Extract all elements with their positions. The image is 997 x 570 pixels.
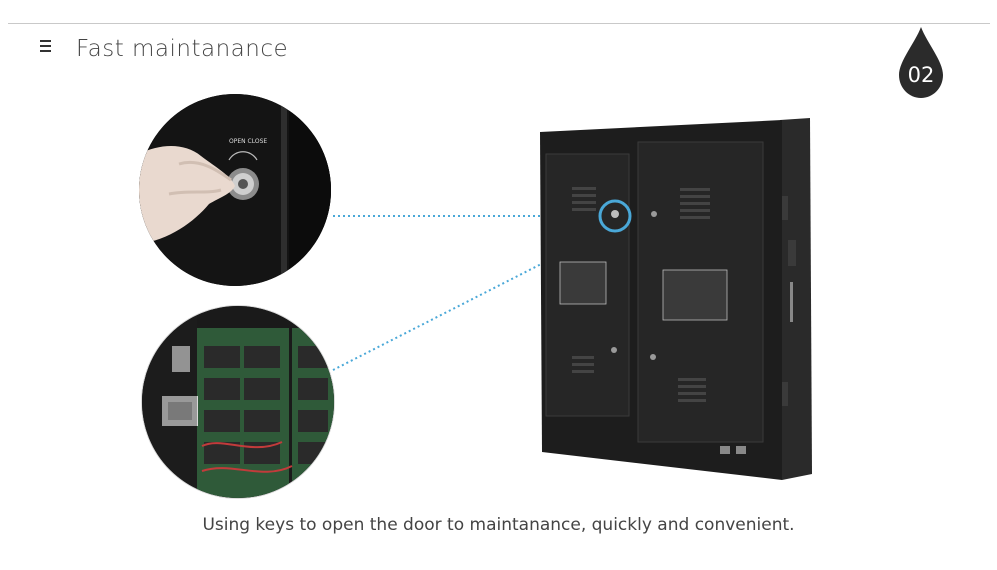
drop-badge: 02 [896,25,946,100]
badge-number: 02 [907,63,935,87]
hamburger-icon [40,40,51,52]
top-divider [8,23,990,24]
led-cabinet-photo [530,112,820,484]
lock-label: OPEN CLOSE [229,138,268,145]
drop-icon [899,27,943,98]
lock-closeup-photo: OPEN CLOSE [139,94,331,286]
cabinet-interior-photo [141,305,335,499]
caption: Using keys to open the door to maintanan… [202,515,795,535]
page-title: Fast maintanance [76,36,289,62]
